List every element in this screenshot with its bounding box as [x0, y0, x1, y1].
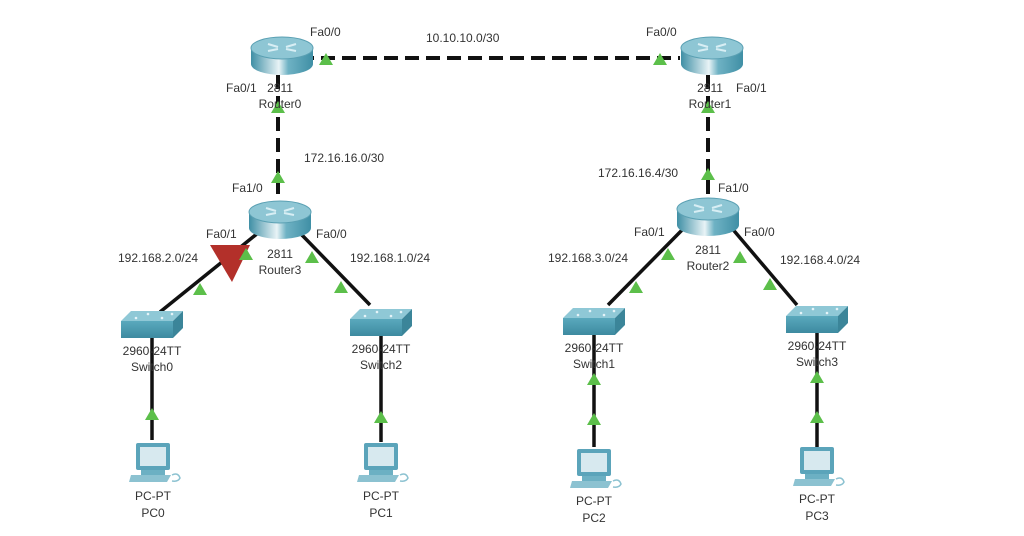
network-r1-r2-label: 172.16.16.4/30 [598, 166, 678, 180]
switch0-model: 2960-24TT [123, 344, 182, 358]
router1-name: Router1 [689, 97, 732, 111]
router1-fa00-label: Fa0/0 [646, 25, 677, 39]
pc1-model: PC-PT [363, 489, 400, 503]
router0[interactable] [250, 36, 314, 76]
pc-icon [569, 448, 622, 489]
pc-icon [356, 442, 409, 483]
link-up-indicator [587, 413, 601, 425]
network-r3-sw2-label: 192.168.1.0/24 [350, 251, 430, 265]
router2[interactable] [676, 197, 740, 237]
network-r2-sw1-label: 192.168.3.0/24 [548, 251, 628, 265]
pc2-model: PC-PT [576, 494, 613, 508]
router3-model: 2811 [267, 247, 293, 261]
switch1-model: 2960-24TT [565, 341, 624, 355]
switch3-model: 2960-24TT [788, 339, 847, 353]
router0-fa00-label: Fa0/0 [310, 25, 341, 39]
router3-fa00-label: Fa0/0 [316, 227, 347, 241]
switch0[interactable] [121, 311, 183, 338]
switch2[interactable] [350, 309, 412, 336]
router2-name: Router2 [687, 259, 730, 273]
switch2-model: 2960-24TT [352, 342, 411, 356]
network-r2-sw3-label: 192.168.4.0/24 [780, 253, 860, 267]
link-router2-switch3[interactable] [728, 224, 799, 307]
pc1-name: PC1 [369, 506, 393, 520]
switch0-name: Switch0 [131, 360, 173, 374]
link-up-indicator [374, 411, 388, 423]
network-r0-r3-label: 172.16.16.0/30 [304, 151, 384, 165]
network-r0-r1-label: 10.10.10.0/30 [426, 31, 500, 45]
switch3[interactable] [786, 306, 848, 333]
link-up-indicator [145, 408, 159, 420]
link-up-indicator [587, 373, 601, 385]
pc0[interactable] [128, 442, 181, 483]
pc-icon [792, 446, 845, 487]
link-up-indicator [733, 251, 747, 263]
pc1[interactable] [356, 442, 409, 483]
switch3-name: Switch3 [796, 355, 838, 369]
device-labels: 2811 Router0 2811 Router1 2811 Router3 2… [123, 81, 847, 525]
router3-fa10-label: Fa1/0 [232, 181, 263, 195]
link-up-indicator [810, 411, 824, 423]
link-up-indicator [334, 281, 348, 293]
pc2[interactable] [569, 448, 622, 489]
link-router2-switch1[interactable] [606, 224, 688, 307]
router0-name: Router0 [259, 97, 302, 111]
router-icon [680, 36, 744, 76]
interface-labels: Fa0/0 Fa0/1 Fa0/0 Fa0/1 Fa1/0 Fa0/1 Fa0/… [206, 25, 775, 241]
router1-fa01-label: Fa0/1 [736, 81, 767, 95]
link-up-indicator [810, 371, 824, 383]
router2-model: 2811 [695, 243, 721, 257]
switch1[interactable] [563, 308, 625, 335]
switch1-name: Switch1 [573, 357, 615, 371]
link-down-indicator [210, 245, 250, 282]
router0-fa01-label: Fa0/1 [226, 81, 257, 95]
router3[interactable] [248, 200, 312, 240]
network-labels: 10.10.10.0/30 172.16.16.0/30 172.16.16.4… [118, 31, 860, 267]
router2-fa10-label: Fa1/0 [718, 181, 749, 195]
router1[interactable] [680, 36, 744, 76]
switch-icon [121, 311, 183, 338]
link-status-indicators [145, 53, 824, 425]
pc3-model: PC-PT [799, 492, 836, 506]
pc3-name: PC3 [805, 509, 829, 523]
router3-fa01-label: Fa0/1 [206, 227, 237, 241]
switch2-name: Switch2 [360, 358, 402, 372]
pc3[interactable] [792, 446, 845, 487]
router2-fa01-label: Fa0/1 [634, 225, 665, 239]
router3-name: Router3 [259, 263, 302, 277]
pc0-name: PC0 [141, 506, 165, 520]
router-icon [676, 197, 740, 237]
link-up-indicator [701, 168, 715, 180]
link-up-indicator [271, 171, 285, 183]
switch-icon [563, 308, 625, 335]
link-router3-switch2[interactable] [298, 231, 372, 307]
router2-fa00-label: Fa0/0 [744, 225, 775, 239]
router1-model: 2811 [697, 81, 723, 95]
pc-icon [128, 442, 181, 483]
router-icon [248, 200, 312, 240]
router-icon [250, 36, 314, 76]
pc2-name: PC2 [582, 511, 606, 525]
switch-icon [786, 306, 848, 333]
switch-icon [350, 309, 412, 336]
pc0-model: PC-PT [135, 489, 172, 503]
router0-model: 2811 [267, 81, 293, 95]
network-r3-sw0-label: 192.168.2.0/24 [118, 251, 198, 265]
link-router3-switch0[interactable] [158, 231, 260, 314]
